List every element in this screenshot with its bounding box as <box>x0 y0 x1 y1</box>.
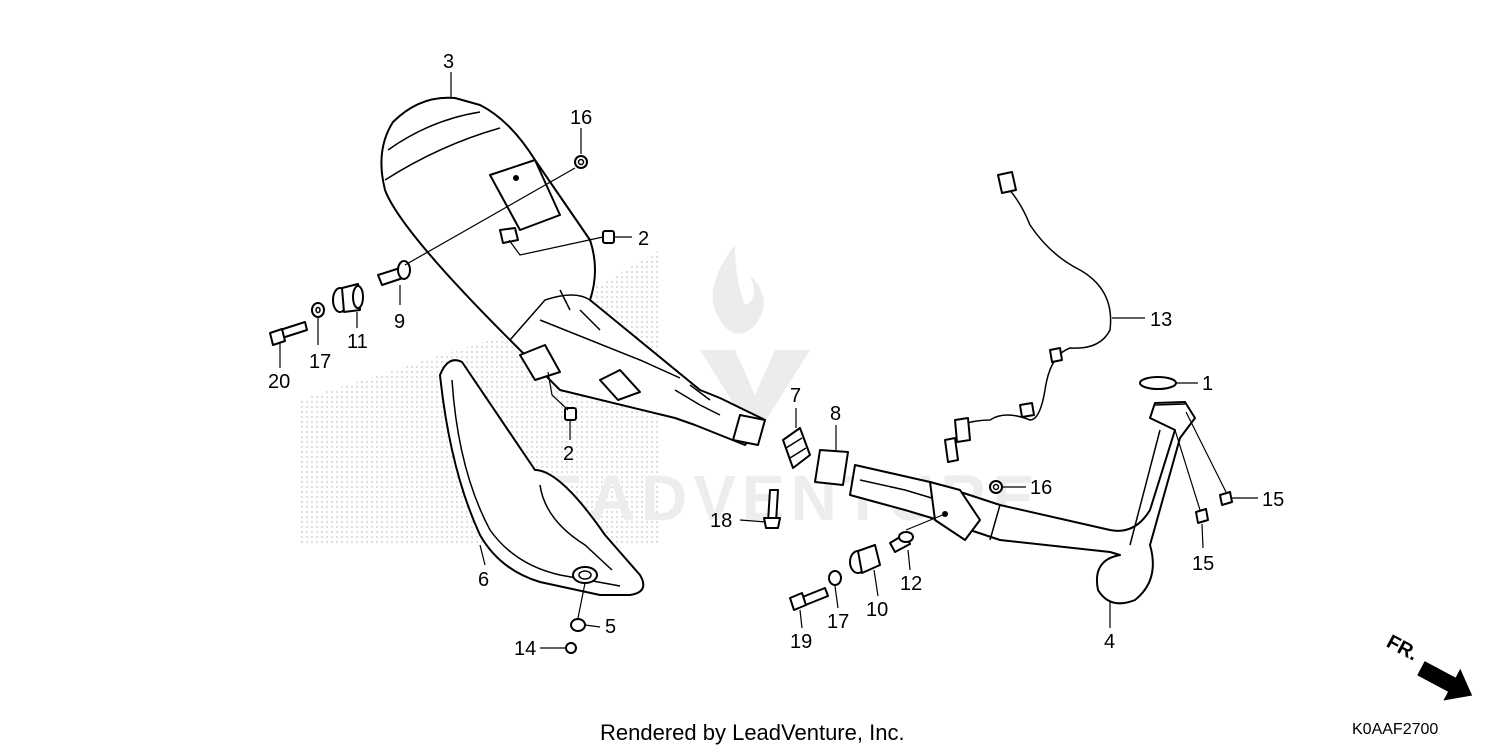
front-arrow-icon <box>1417 661 1473 701</box>
callout-11: 11 <box>347 331 368 353</box>
lv-logo-icon <box>700 350 810 430</box>
bolt-18 <box>763 489 781 529</box>
flame-logo-icon <box>712 245 764 334</box>
callout-12: 12 <box>900 573 922 595</box>
callout-15-right: 15 <box>1262 489 1284 511</box>
callout-10: 10 <box>866 599 888 621</box>
callout-15-lower: 15 <box>1192 553 1214 575</box>
gasket-8 <box>814 449 849 486</box>
washer-5 <box>570 618 586 632</box>
diagram-code: K0AAF2700 <box>1352 721 1438 738</box>
muffler-protector <box>439 359 645 596</box>
callout-14: 14 <box>514 638 536 660</box>
callout-17-right: 17 <box>827 611 849 633</box>
callout-8: 8 <box>830 403 841 425</box>
callout-9: 9 <box>394 311 405 333</box>
muffler <box>380 96 766 446</box>
leader-lines <box>279 72 1258 649</box>
callout-3: 3 <box>443 51 454 73</box>
washer-17-right <box>828 570 842 586</box>
callout-13: 13 <box>1150 309 1172 331</box>
rubber-10 <box>849 544 881 574</box>
gasket-ring-1 <box>1139 376 1177 390</box>
callout-18: 18 <box>710 510 732 532</box>
bolt-19 <box>789 587 829 611</box>
oxygen-sensor <box>944 171 1112 463</box>
callout-4: 4 <box>1104 631 1115 653</box>
callout-2-top: 2 <box>638 228 649 250</box>
nut-15-lower <box>1195 508 1209 524</box>
callout-6: 6 <box>478 569 489 591</box>
collar-2-bottom <box>564 407 577 421</box>
nut-16-right <box>989 480 1003 494</box>
direction-label: FR. <box>1383 631 1422 666</box>
callout-7: 7 <box>790 385 801 407</box>
callout-19: 19 <box>790 631 812 653</box>
nut-15-upper <box>1219 491 1233 506</box>
footer-credit: Rendered by LeadVenture, Inc. <box>600 720 905 745</box>
collar-2-top <box>602 230 615 244</box>
hardware <box>269 155 1233 654</box>
callout-2-bottom: 2 <box>563 443 574 465</box>
callout-20: 20 <box>268 371 290 393</box>
callout-17-left: 17 <box>309 351 331 373</box>
callout-labels: 3 16 2 9 11 17 20 2 6 5 14 7 8 18 16 12 … <box>268 51 1284 660</box>
nut-14 <box>565 642 577 654</box>
collar-9 <box>377 260 411 286</box>
callout-16-right: 16 <box>1030 477 1052 499</box>
washer-17-left <box>311 302 325 318</box>
gasket-7 <box>782 427 811 469</box>
front-direction-indicator: FR. <box>1383 631 1473 701</box>
bolt-20 <box>269 321 308 346</box>
collar-12 <box>889 531 914 553</box>
exhaust-pipe <box>849 401 1196 605</box>
callout-1: 1 <box>1202 373 1213 395</box>
nut-16-top <box>574 155 588 169</box>
rubber-mount-11 <box>332 283 364 313</box>
callout-16-top: 16 <box>570 107 592 129</box>
callout-5: 5 <box>605 616 616 638</box>
